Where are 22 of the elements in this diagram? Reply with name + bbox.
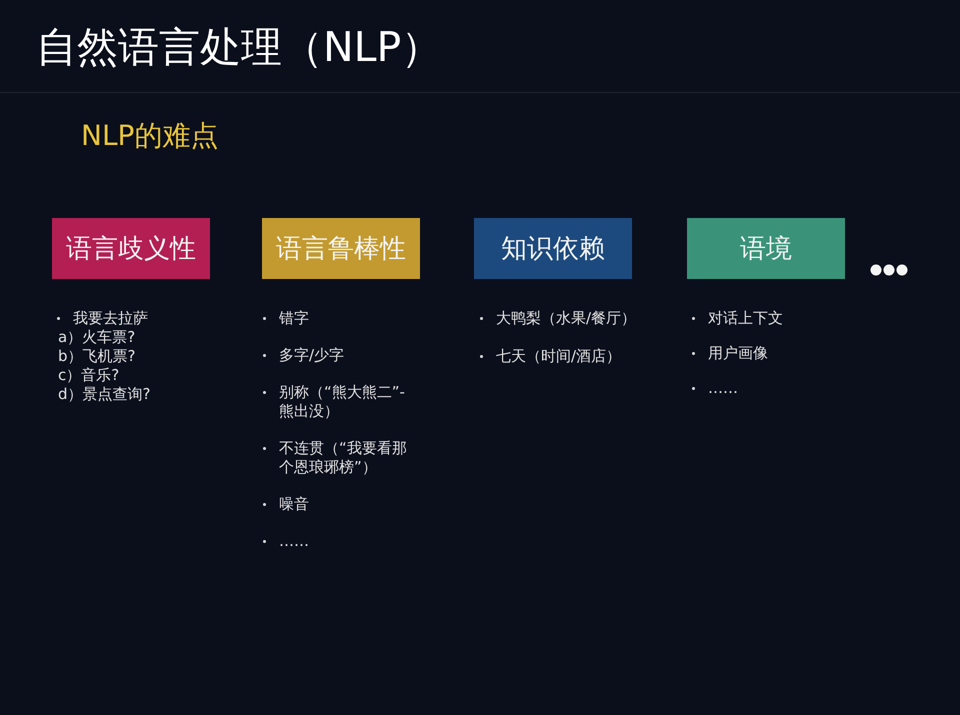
list-item: ……	[261, 532, 412, 551]
list-item: 不连贯（“我要看那个恩琅琊榜”）	[261, 439, 412, 477]
category-box: 语言歧义性	[52, 218, 210, 279]
category-box: 语境	[687, 218, 845, 279]
list-item: a）火车票?	[57, 328, 136, 347]
list-item: 别称（“熊大熊二”-熊出没）	[261, 383, 412, 421]
list-item: 对话上下文	[690, 309, 850, 328]
list-item: 错字	[261, 309, 412, 328]
list-item: 多字/少字	[261, 346, 412, 365]
section-heading: NLP的难点	[81, 118, 218, 154]
list-item: 噪音	[261, 495, 412, 514]
category-box: 知识依赖	[474, 218, 632, 279]
list-item: 大鸭梨（水果/餐厅）	[478, 309, 668, 328]
category-box: 语言鲁棒性	[262, 218, 420, 279]
slide-title: 自然语言处理（NLP）	[36, 22, 442, 73]
list-item: ……	[690, 379, 850, 398]
list-item: c）音乐?	[57, 366, 120, 385]
list-item: b）飞机票?	[57, 347, 136, 366]
list-item: 用户画像	[690, 344, 850, 363]
list-item: d）景点查询?	[57, 385, 152, 404]
list-item: 七天（时间/酒店）	[478, 347, 668, 366]
list-item: 我要去拉萨	[55, 309, 205, 328]
